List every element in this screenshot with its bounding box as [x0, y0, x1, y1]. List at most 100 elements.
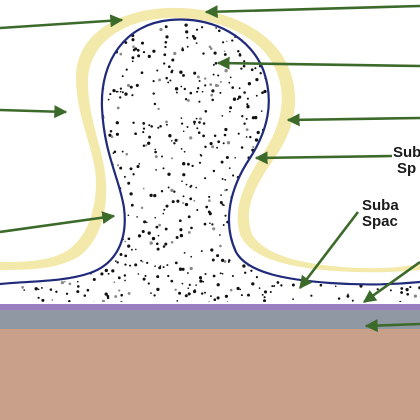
speckle-dot	[283, 170, 288, 174]
speckle-dot	[159, 265, 162, 267]
speckle-dot	[46, 103, 50, 107]
speckle-dot	[116, 106, 120, 110]
speckle-dot	[271, 193, 275, 197]
speckle-dot	[378, 59, 383, 63]
speckle-dot	[408, 127, 412, 132]
speckle-dot	[4, 34, 6, 36]
speckle-dot	[298, 113, 301, 116]
speckle-dot	[338, 141, 342, 145]
speckle-dot	[310, 130, 314, 135]
speckle-dot	[417, 74, 420, 77]
speckle-dot	[213, 134, 217, 137]
speckle-dot	[67, 192, 71, 196]
speckle-dot	[80, 168, 84, 173]
speckle-dot	[15, 89, 18, 92]
speckle-dot	[167, 172, 171, 176]
speckle-dot	[41, 193, 45, 197]
speckle-dot	[183, 87, 186, 91]
speckle-dot	[173, 190, 176, 193]
speckle-dot	[227, 261, 230, 263]
speckle-dot	[204, 272, 207, 276]
speckle-dot	[27, 185, 32, 189]
speckle-dot	[141, 260, 144, 263]
speckle-dot	[275, 205, 278, 208]
speckle-dot	[287, 252, 290, 255]
speckle-dot	[215, 27, 217, 29]
speckle-dot	[71, 215, 75, 219]
speckle-dot	[37, 231, 40, 234]
speckle-dot	[58, 106, 62, 110]
speckle-dot	[389, 129, 393, 133]
speckle-dot	[219, 91, 222, 94]
speckle-dot	[134, 47, 138, 51]
speckle-dot	[375, 76, 379, 80]
speckle-dot	[219, 201, 223, 204]
speckle-dot	[179, 228, 183, 232]
speckle-dot	[315, 83, 318, 86]
speckle-dot	[187, 215, 191, 219]
speckle-dot	[185, 30, 189, 34]
speckle-dot	[67, 211, 70, 215]
speckle-dot	[339, 74, 343, 78]
speckle-dot	[63, 128, 67, 132]
speckle-dot	[124, 254, 128, 258]
speckle-dot	[77, 200, 81, 203]
speckle-dot	[164, 227, 168, 231]
speckle-dot	[80, 207, 84, 211]
speckle-dot	[376, 288, 379, 291]
speckle-dot	[406, 210, 410, 213]
speckle-dot	[6, 160, 9, 163]
speckle-dot	[3, 77, 6, 80]
speckle-dot	[350, 143, 354, 147]
speckle-dot	[387, 185, 390, 188]
speckle-dot	[381, 231, 384, 233]
speckle-dot	[204, 291, 206, 294]
speckle-dot	[131, 38, 135, 42]
speckle-dot	[407, 193, 409, 196]
speckle-dot	[157, 107, 160, 111]
speckle-dot	[285, 28, 288, 32]
speckle-dot	[125, 152, 129, 156]
speckle-dot	[185, 183, 188, 186]
speckle-dot	[259, 226, 263, 229]
speckle-dot	[340, 175, 343, 178]
speckle-dot	[73, 63, 77, 67]
speckle-dot	[349, 198, 352, 201]
speckle-dot	[165, 123, 168, 126]
speckle-dot	[83, 294, 87, 297]
speckle-dot	[191, 34, 195, 38]
speckle-dot	[48, 194, 51, 197]
speckle-dot	[8, 196, 13, 200]
speckle-dot	[399, 300, 402, 302]
speckle-dot	[144, 274, 147, 277]
speckle-dot	[35, 175, 38, 179]
speckle-dot	[394, 99, 398, 103]
speckle-dot	[1, 124, 4, 127]
speckle-dot	[211, 223, 214, 226]
speckle-dot	[349, 161, 352, 164]
arrow-gray-layer	[364, 319, 420, 333]
speckle-dot	[259, 72, 262, 75]
speckle-dot	[226, 301, 229, 302]
speckle-dot	[104, 268, 109, 273]
speckle-dot	[190, 255, 193, 258]
speckle-dot	[389, 99, 394, 104]
speckle-dot	[29, 240, 33, 244]
speckle-dot	[85, 185, 88, 188]
speckle-dot	[121, 91, 124, 94]
speckle-dot	[351, 299, 354, 302]
speckle-dot	[210, 93, 214, 97]
speckle-dot	[32, 217, 36, 222]
speckle-dot	[389, 289, 392, 292]
speckle-dot	[295, 109, 298, 112]
speckle-dot	[307, 22, 310, 25]
speckle-dot	[232, 97, 237, 101]
arrow-top-center	[204, 4, 420, 19]
speckle-dot	[104, 292, 108, 296]
speckle-dot	[31, 217, 35, 221]
speckle-dot	[164, 40, 168, 44]
speckle-dot	[24, 191, 28, 195]
speckle-dot	[121, 75, 124, 78]
speckle-dot	[258, 287, 261, 289]
speckle-dot	[24, 233, 27, 236]
